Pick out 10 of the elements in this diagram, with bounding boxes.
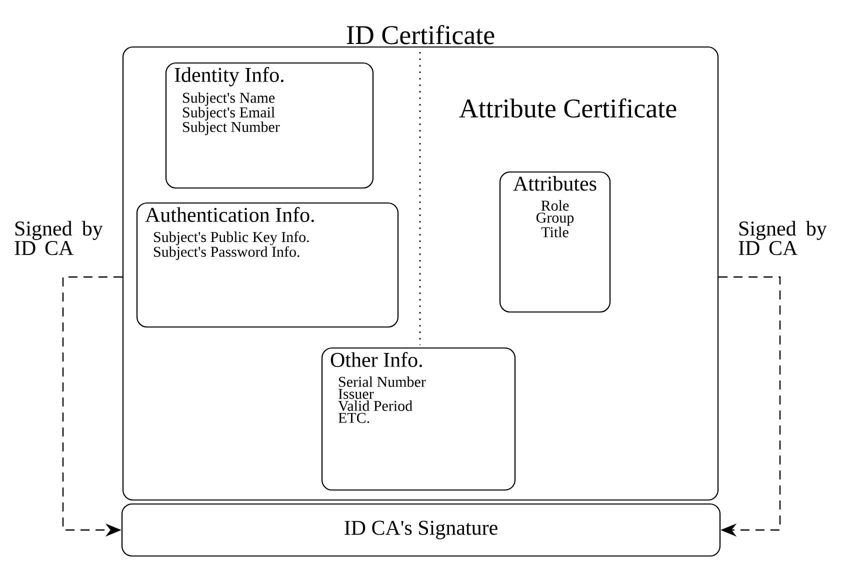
node-label: ID Certificate xyxy=(346,24,494,44)
edge-label: Signed by ID CA xyxy=(13,220,115,256)
signature-box: ID CA's Signature xyxy=(121,503,721,557)
arrow xyxy=(718,276,781,537)
info-box: Authentication Info. Subject's Public Key Info. Subject's Password Info. xyxy=(136,202,399,328)
info-box: Attributes Role Group Title xyxy=(499,171,611,313)
edge-label: Signed by ID CA xyxy=(737,220,839,256)
info-box: Other Info. Serial Number Issuer Valid Period ETC. xyxy=(321,347,516,491)
info-box: Identity Info. Subject's Name Subject's Email Subject Number xyxy=(165,62,374,189)
section-heading: Attribute Certificate xyxy=(459,98,676,118)
